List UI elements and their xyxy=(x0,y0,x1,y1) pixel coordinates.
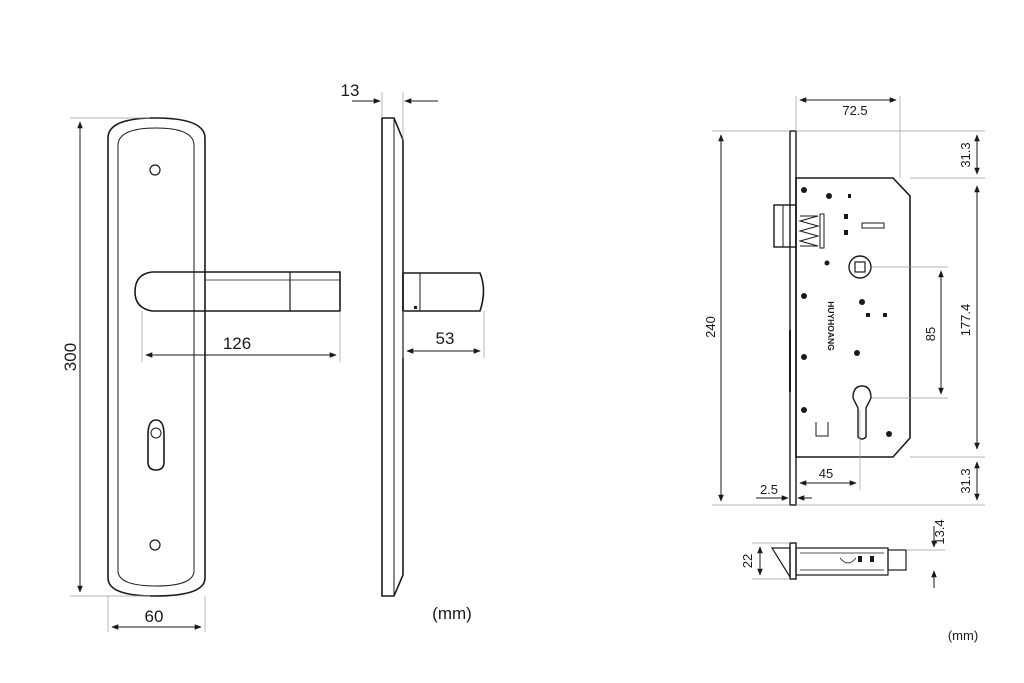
internal-part xyxy=(844,230,848,235)
faceplate-thickness-label: 2.5 xyxy=(760,482,778,497)
internal-part xyxy=(844,214,848,219)
height-label: 300 xyxy=(61,343,80,371)
total-height-label: 240 xyxy=(703,316,718,338)
screw xyxy=(826,193,832,199)
internal-part xyxy=(815,422,829,437)
center-distance-label: 85 xyxy=(923,327,938,341)
spindle-square xyxy=(854,261,866,273)
latch-end-view: 22 13.4 (mm) xyxy=(740,519,978,643)
internal-part xyxy=(866,313,870,317)
lock-case-outline xyxy=(795,177,911,458)
screw-hole-top xyxy=(149,164,161,176)
lever-length-label: 126 xyxy=(223,334,251,353)
latch-spring-detail xyxy=(839,557,857,564)
internal-part xyxy=(883,313,887,317)
thickness-label: 13 xyxy=(341,81,360,100)
plate-outline xyxy=(107,117,206,597)
handle-plate-front-view: 300 60 126 xyxy=(61,117,341,632)
screw xyxy=(859,299,865,305)
screw xyxy=(801,407,807,413)
backset-label: 72.5 xyxy=(842,103,867,118)
side-plate-outline xyxy=(381,117,404,597)
top-offset-label: 31.3 xyxy=(958,142,973,167)
unit-label-left: (mm) xyxy=(432,604,472,623)
spindle-hub xyxy=(848,255,872,279)
latch-detail xyxy=(870,556,874,562)
screw xyxy=(801,354,807,360)
faceplate xyxy=(789,130,797,506)
side-lever-screw xyxy=(414,306,417,309)
screw xyxy=(886,431,892,437)
screw xyxy=(824,260,830,266)
spring-stop xyxy=(819,213,825,249)
bottom-offset-label: 31.3 xyxy=(958,468,973,493)
handle-side-view: 13 53 (mm) xyxy=(341,81,485,623)
unit-label-right: (mm) xyxy=(948,628,978,643)
body-height-label: 177.4 xyxy=(958,304,973,337)
mortise-lock-view: HUYHOANG 72.5 240 31.3 177.4 31.3 85 45 xyxy=(703,96,985,506)
projection-label: 53 xyxy=(436,329,455,348)
latch-tail xyxy=(887,549,907,571)
screw-hole-bottom xyxy=(149,539,161,551)
side-lever xyxy=(402,272,485,312)
latch-offset-label: 13.4 xyxy=(932,519,947,544)
screw xyxy=(801,187,807,193)
lever-handle xyxy=(134,271,341,312)
brand-stamp: HUYHOANG xyxy=(826,301,836,351)
latch-bolt xyxy=(773,204,797,248)
internal-part xyxy=(848,194,851,198)
latch-bevel xyxy=(770,547,791,580)
width-label: 60 xyxy=(145,607,164,626)
screw xyxy=(801,293,807,299)
cylinder-cutout-icon xyxy=(852,385,872,440)
latch-detail xyxy=(858,556,862,562)
latch-spring xyxy=(798,215,820,247)
cylinder-backset-label: 45 xyxy=(819,466,833,481)
latch-faceplate-edge xyxy=(789,542,797,580)
latch-height-label: 22 xyxy=(740,554,755,568)
keyhole-icon xyxy=(147,419,165,471)
latch-body xyxy=(795,547,889,576)
screw xyxy=(854,350,860,356)
plate-inner-bevel xyxy=(117,127,195,587)
keyhole-cylinder-icon xyxy=(150,427,162,439)
case-screws xyxy=(801,187,892,437)
internal-part xyxy=(861,222,885,229)
